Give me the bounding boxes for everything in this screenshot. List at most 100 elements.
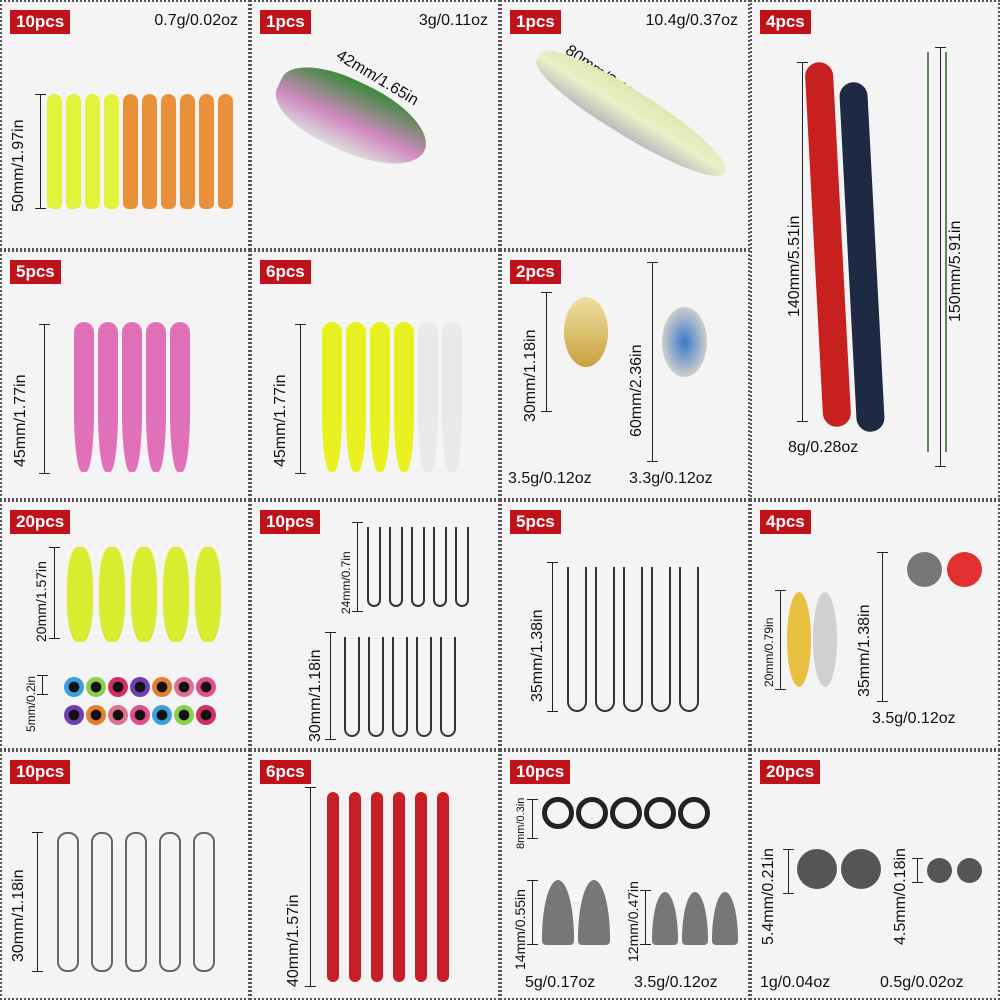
quantity-badge: 5pcs: [10, 260, 61, 284]
weight-label: 5g/0.17oz: [525, 974, 596, 991]
split-shot-large: [797, 849, 837, 889]
dimension-label: 35mm/1.38in: [856, 604, 873, 698]
cell-hooks-small: 10pcs 24mm/0.7in 30mm/1.18in: [250, 500, 500, 750]
dimension-label: 35mm/1.38in: [529, 609, 546, 703]
bullet-weight-small: [712, 892, 738, 945]
split-ring: [576, 797, 608, 829]
dimension-bar: [935, 47, 946, 467]
small-hook: [433, 527, 447, 607]
cell-stick-worms-leaders: 4pcs 140mm/5.51in 150mm/5.91in 8g/0.28oz: [750, 0, 1000, 500]
bullet-weight-large: [578, 880, 610, 945]
bead-eye: [86, 677, 106, 697]
grub-tail-lure: [199, 94, 214, 209]
yellow-grub: [322, 322, 342, 472]
offset-hook: [679, 567, 699, 712]
cell-maggots-eyes: 20pcs 20mm/1.57in 5mm/0.2in: [0, 500, 250, 750]
snap-swivel: [125, 832, 147, 972]
large-hook: [440, 637, 456, 737]
snap-swivel: [193, 832, 215, 972]
red-worm: [437, 792, 449, 982]
dimension-label: 30mm/1.18in: [307, 649, 324, 743]
cell-rings-bullets: 10pcs 8mm/0.3in 14mm/0.55in 12mm/0.47in …: [500, 750, 750, 1000]
quantity-badge: 10pcs: [260, 510, 321, 534]
dimension-label: 14mm/0.55in: [512, 889, 528, 970]
quantity-badge: 2pcs: [510, 260, 561, 284]
split-shot-small: [927, 858, 952, 883]
bead-eye: [174, 677, 194, 697]
quantity-badge: 20pcs: [760, 760, 821, 784]
large-hook: [368, 637, 384, 737]
snap-swivel: [57, 832, 79, 972]
wire-leader: [945, 52, 947, 452]
dimension-bar: [783, 849, 794, 894]
dimension-label: 45mm/1.77in: [12, 374, 29, 468]
split-shot-small: [957, 858, 982, 883]
dimension-bar: [527, 799, 538, 839]
bead-eye: [152, 677, 172, 697]
maggot-bait: [99, 547, 125, 642]
dimension-label: 30mm/1.18in: [10, 869, 27, 963]
weight-label: 0.7g/0.02oz: [154, 12, 238, 29]
offset-hook: [623, 567, 643, 712]
grub-tail-lure: [66, 94, 81, 209]
dimension-label: 12mm/0.47in: [625, 881, 641, 962]
bead-eye: [108, 677, 128, 697]
dimension-bar: [49, 547, 60, 639]
dimension-label: 150mm/5.91in: [947, 220, 964, 322]
dimension-bar: [35, 94, 46, 209]
maggot-bait: [131, 547, 157, 642]
small-hook: [455, 527, 469, 607]
red-worm: [415, 792, 427, 982]
cell-spoons-jigheads: 4pcs 20mm/0.79in 35mm/1.38in 3.5g/0.12oz: [750, 500, 1000, 750]
cell-split-shots: 20pcs 5.4mm/0.21in 4.5mm/0.18in 1g/0.04o…: [750, 750, 1000, 1000]
weight-label: 1g/0.04oz: [760, 974, 831, 991]
yellow-grub: [394, 322, 414, 472]
dimension-label: 4.5mm/0.18in: [892, 848, 909, 945]
dimension-bar: [775, 590, 786, 690]
bullet-weight-small: [652, 892, 678, 945]
dimension-bar: [352, 522, 363, 612]
bead-eye: [196, 705, 216, 725]
dimension-bar: [647, 262, 658, 462]
split-ring: [644, 797, 676, 829]
pink-grub: [146, 322, 166, 472]
cell-grub-tails: 10pcs 0.7g/0.02oz 50mm/1.97in: [0, 0, 250, 250]
grub-tail-lure: [180, 94, 195, 209]
dimension-label: 8mm/0.3in: [515, 797, 527, 849]
cell-crankbait: 1pcs 3g/0.11oz 42mm/1.65in: [250, 0, 500, 250]
quantity-badge: 4pcs: [760, 510, 811, 534]
grub-tail-lure: [85, 94, 100, 209]
willow-spoon: [787, 592, 811, 687]
split-ring: [542, 797, 574, 829]
weight-label: 10.4g/0.37oz: [645, 12, 738, 29]
bead-eye: [152, 705, 172, 725]
offset-hook: [651, 567, 671, 712]
split-ring: [678, 797, 710, 829]
yellow-grub: [418, 322, 438, 472]
bead-eye: [196, 677, 216, 697]
dimension-bar: [640, 890, 651, 945]
split-ring: [610, 797, 642, 829]
weight-label: 3.5g/0.12oz: [634, 974, 718, 991]
red-worm: [349, 792, 361, 982]
cell-snap-swivels: 10pcs 30mm/1.18in: [0, 750, 250, 1000]
snap-swivel: [159, 832, 181, 972]
yellow-grub: [346, 322, 366, 472]
bead-eye: [174, 705, 194, 725]
maggot-bait: [195, 547, 221, 642]
cell-spoons-spinner: 2pcs 30mm/1.18in 60mm/2.36in 3.5g/0.12oz…: [500, 250, 750, 500]
small-hook: [411, 527, 425, 607]
red-worm: [393, 792, 405, 982]
quantity-badge: 5pcs: [510, 510, 561, 534]
dimension-bar: [39, 324, 50, 474]
quantity-badge: 6pcs: [260, 260, 311, 284]
weight-label: 3.5g/0.12oz: [508, 470, 592, 487]
dimension-label: 140mm/5.51in: [786, 215, 803, 317]
bead-eye: [86, 705, 106, 725]
quantity-badge: 4pcs: [760, 10, 811, 34]
small-hook: [367, 527, 381, 607]
cell-offset-hooks: 5pcs 35mm/1.38in: [500, 500, 750, 750]
dimension-label: 45mm/1.77in: [272, 374, 289, 468]
grub-tail-lure: [161, 94, 176, 209]
pink-grub: [170, 322, 190, 472]
